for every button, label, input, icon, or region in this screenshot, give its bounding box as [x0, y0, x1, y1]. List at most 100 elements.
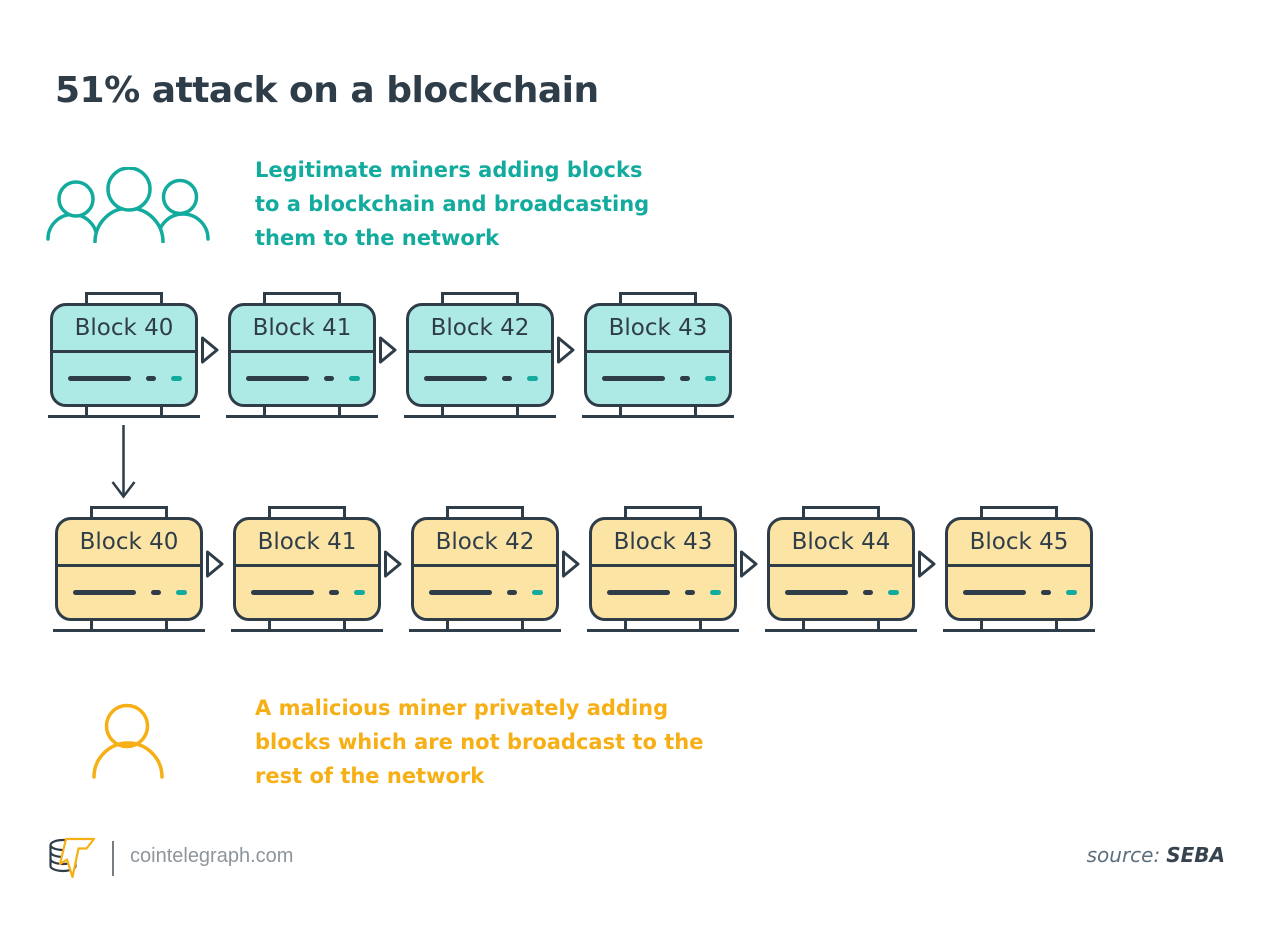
hash-dash-accent — [171, 376, 182, 381]
block-hash-row — [409, 353, 551, 404]
block-body: Block 43 — [589, 517, 737, 621]
block-label: Block 42 — [430, 315, 530, 341]
block-label: Block 42 — [435, 529, 535, 555]
source-label: source: — [1086, 843, 1161, 867]
page-title: 51% attack on a blockchain — [55, 70, 599, 112]
block-42-private: Block 42 — [409, 506, 580, 632]
block-divider — [53, 350, 195, 353]
legend-malicious-miner: A malicious miner privately adding block… — [255, 691, 703, 793]
block-baseline — [226, 415, 378, 418]
block-body: Block 42 — [406, 303, 554, 407]
block-40-public: Block 40 — [48, 292, 219, 418]
block-43-public: Block 43 — [582, 292, 734, 418]
block-hash-row — [231, 353, 373, 404]
source-value: SEBA — [1166, 843, 1225, 867]
cointelegraph-logo-icon — [49, 837, 96, 879]
hash-dash — [429, 590, 492, 595]
block-41-public: Block 41 — [226, 292, 397, 418]
block-hash-row — [53, 353, 195, 404]
block-body: Block 41 — [233, 517, 381, 621]
hash-dash — [502, 376, 512, 381]
private-chain-row: Block 40 Block 41 — [53, 506, 1095, 632]
block-baseline — [48, 415, 200, 418]
block-baseline — [53, 629, 205, 632]
block-label: Block 41 — [252, 315, 352, 341]
hash-dash — [863, 590, 873, 595]
hash-dash-accent — [349, 376, 360, 381]
hash-dash — [507, 590, 517, 595]
hash-dash — [73, 590, 136, 595]
chain-link-arrow-icon — [206, 550, 224, 578]
hash-dash-accent — [527, 376, 538, 381]
chain-link-arrow-icon — [379, 336, 397, 364]
chain-link-arrow-icon — [557, 336, 575, 364]
hash-dash — [246, 376, 309, 381]
block-divider — [409, 350, 551, 353]
block-baseline — [943, 629, 1095, 632]
block-divider — [58, 564, 200, 567]
hash-dash — [329, 590, 339, 595]
block-label: Block 45 — [969, 529, 1069, 555]
block-44-private: Block 44 — [765, 506, 936, 632]
block-label: Block 44 — [791, 529, 891, 555]
block-body: Block 40 — [50, 303, 198, 407]
block-41-private: Block 41 — [231, 506, 402, 632]
hash-dash — [607, 590, 670, 595]
hash-dash — [785, 590, 848, 595]
brand-domain: cointelegraph.com — [130, 845, 294, 867]
block-divider — [587, 350, 729, 353]
hash-dash-accent — [888, 590, 899, 595]
block-hash-row — [592, 567, 734, 618]
chain-link-arrow-icon — [384, 550, 402, 578]
hash-dash — [1041, 590, 1051, 595]
hash-dash — [68, 376, 131, 381]
block-hash-row — [58, 567, 200, 618]
legend-legitimate-line: to a blockchain and broadcasting — [255, 192, 650, 216]
chain-link-arrow-icon — [918, 550, 936, 578]
block-hash-row — [587, 353, 729, 404]
block-hash-row — [948, 567, 1090, 618]
block-40-private: Block 40 — [53, 506, 224, 632]
miner-single-icon — [92, 703, 164, 779]
block-divider — [948, 564, 1090, 567]
block-hash-row — [236, 567, 378, 618]
block-baseline — [582, 415, 734, 418]
legend-malicious-line: A malicious miner privately adding — [255, 696, 669, 720]
block-baseline — [231, 629, 383, 632]
hash-dash-accent — [176, 590, 187, 595]
block-label: Block 43 — [613, 529, 713, 555]
block-label: Block 40 — [74, 315, 174, 341]
block-hash-row — [414, 567, 556, 618]
block-body: Block 40 — [55, 517, 203, 621]
hash-dash — [146, 376, 156, 381]
legend-malicious-line: blocks which are not broadcast to the — [255, 730, 704, 754]
hash-dash-accent — [532, 590, 543, 595]
block-divider — [231, 350, 373, 353]
source-credit: source:SEBA — [1087, 843, 1225, 867]
block-hash-row — [770, 567, 912, 618]
block-label: Block 41 — [257, 529, 357, 555]
hash-dash — [602, 376, 665, 381]
hash-dash-accent — [710, 590, 721, 595]
chain-link-arrow-icon — [740, 550, 758, 578]
hash-dash-accent — [354, 590, 365, 595]
chain-link-arrow-icon — [562, 550, 580, 578]
hash-dash-accent — [705, 376, 716, 381]
block-body: Block 43 — [584, 303, 732, 407]
hash-dash — [963, 590, 1026, 595]
public-chain-row: Block 40 Block 41 — [48, 292, 734, 418]
block-baseline — [409, 629, 561, 632]
miners-group-icon — [46, 167, 210, 243]
block-body: Block 44 — [767, 517, 915, 621]
legend-malicious-line: rest of the network — [255, 764, 485, 788]
block-label: Block 40 — [79, 529, 179, 555]
block-body: Block 42 — [411, 517, 559, 621]
block-label: Block 43 — [608, 315, 708, 341]
block-baseline — [404, 415, 556, 418]
hash-dash — [324, 376, 334, 381]
legend-legitimate-line: them to the network — [255, 226, 500, 250]
footer-divider — [112, 841, 114, 876]
block-divider — [592, 564, 734, 567]
block-45-private: Block 45 — [943, 506, 1095, 632]
